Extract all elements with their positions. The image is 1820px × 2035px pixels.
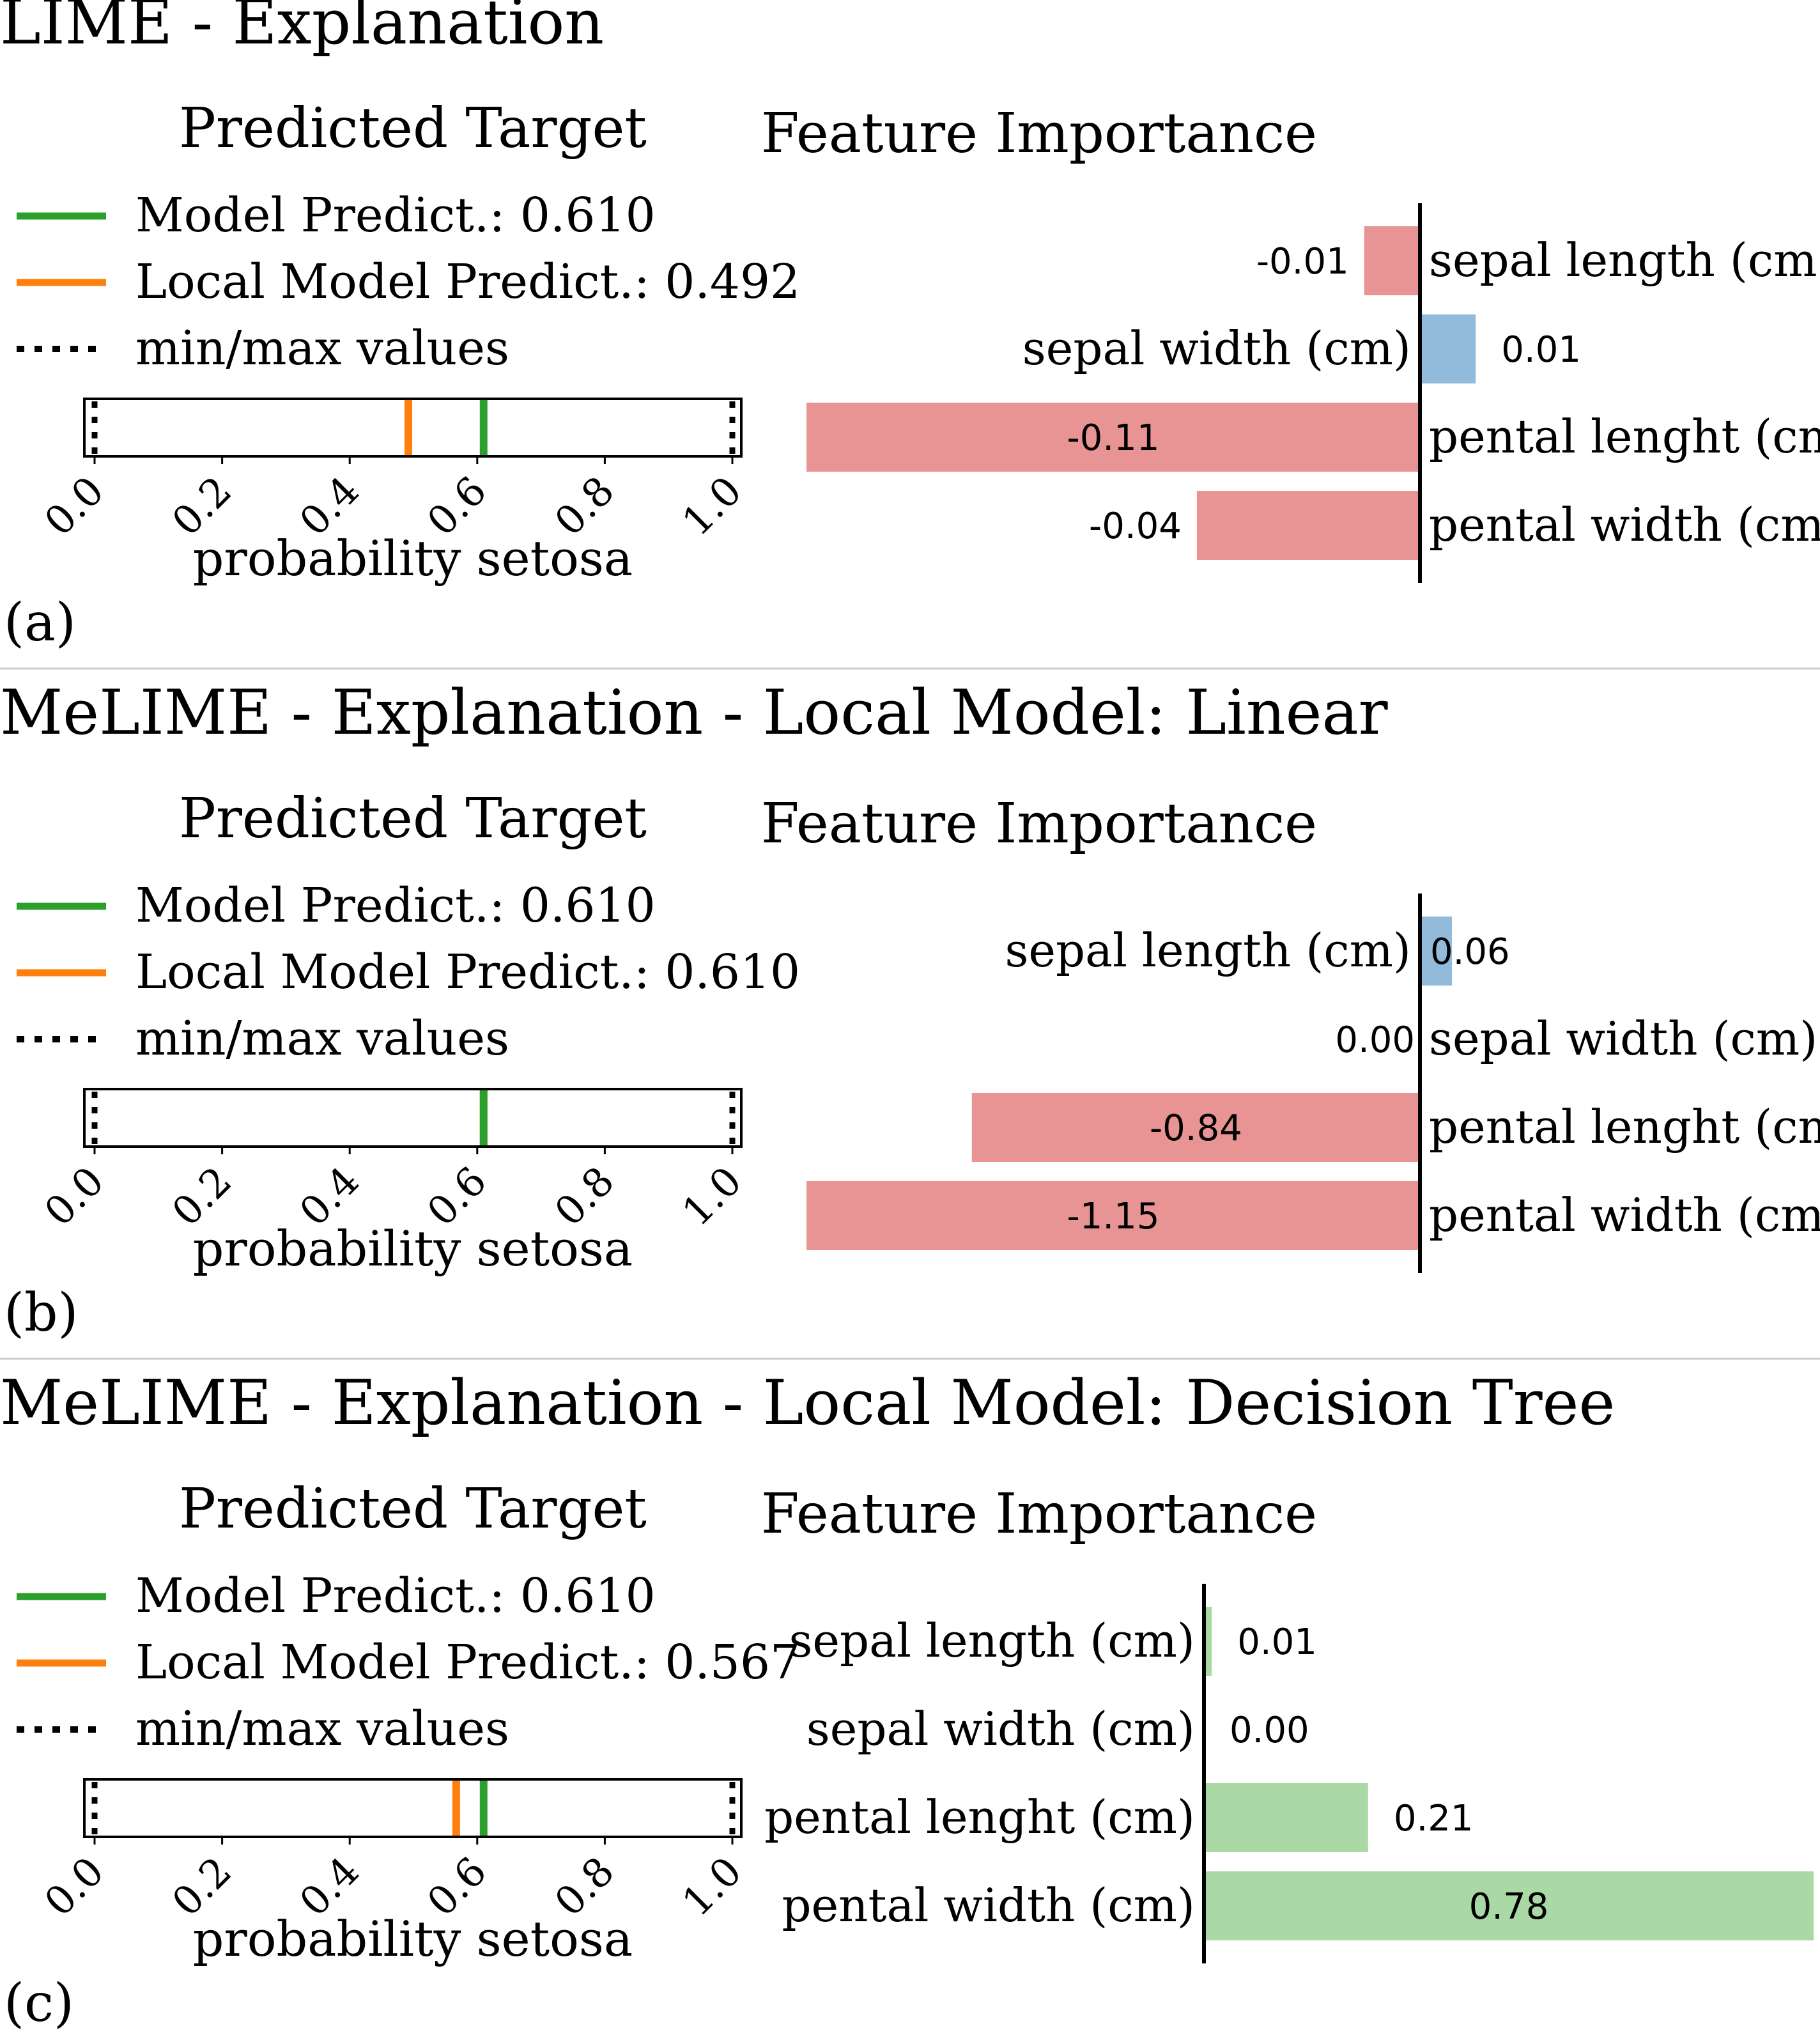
importance-bar [1204,1871,1814,1940]
value-label: 0.78 [1469,1886,1549,1928]
legend-label-local: Local Model Predict.: 0.567 [135,1635,800,1690]
value-label: -0.01 [1256,241,1349,282]
legend-label-model: Model Predict.: 0.610 [135,878,656,933]
legend-label-local: Local Model Predict.: 0.610 [135,945,800,1000]
importance-bar [1204,1783,1368,1852]
feature-label: sepal length (cm) [789,1614,1195,1667]
feature-label: pental width (cm) [782,1878,1195,1932]
panel-title: LIME - Explanation [0,0,604,58]
importance-bar [1204,1607,1212,1676]
value-label: 0.06 [1430,931,1510,973]
legend-label-model: Model Predict.: 0.610 [135,188,656,243]
panel-label: (c) [4,1973,74,2034]
legend-label-minmax: min/max values [135,1701,509,1756]
legend-label-minmax: min/max values [135,321,509,376]
panel-b: MeLIME - Explanation - Local Model: Line… [0,677,1820,1343]
feature-label: sepal width (cm) [806,1702,1195,1756]
legend-label-model: Model Predict.: 0.610 [135,1568,656,1623]
predicted-target-title: Predicted Target [179,1477,647,1541]
panel-title: MeLIME - Explanation - Local Model: Line… [0,677,1388,748]
x-axis-label: probability setosa [193,1910,633,1967]
predicted-target-title: Predicted Target [179,97,647,160]
feature-importance-title: Feature Importance [761,102,1317,166]
feature-importance-title: Feature Importance [761,792,1317,856]
panel-title: MeLIME - Explanation - Local Model: Deci… [0,1367,1615,1439]
importance-bar [806,403,1420,472]
probability-box [83,1778,743,1838]
feature-label: pental width (cm) [1429,498,1820,552]
x-tick-label: 0.0 [35,1848,112,1925]
legend-label-local: Local Model Predict.: 0.492 [135,254,800,309]
value-label: -0.04 [1089,506,1182,547]
panel-label: (a) [4,592,76,653]
panel-label: (b) [4,1283,78,1343]
value-label: 0.01 [1501,329,1581,371]
feature-label: sepal length (cm) [1429,233,1820,287]
feature-label: pental lenght (cm) [1429,410,1820,463]
probability-box [83,398,743,458]
importance-bar [1196,491,1420,560]
feature-label: pental width (cm) [1429,1188,1820,1242]
importance-bar [1420,314,1476,383]
value-label: 0.00 [1335,1019,1415,1061]
value-label: 0.21 [1394,1798,1474,1839]
x-axis-label: probability setosa [193,530,633,587]
feature-importance-title: Feature Importance [761,1482,1317,1546]
value-label: 0.01 [1237,1621,1317,1663]
predicted-target-title: Predicted Target [179,787,647,851]
x-tick-label: 1.0 [673,1848,750,1925]
value-label: -1.15 [1067,1196,1160,1237]
x-tick-label: 0.0 [35,1157,112,1235]
x-tick-label: 1.0 [673,1157,750,1235]
feature-label: pental lenght (cm) [764,1790,1195,1844]
value-label: -0.11 [1067,417,1160,459]
feature-label: sepal length (cm) [1005,924,1411,977]
importance-bar [1420,917,1453,986]
importance-bar [1364,226,1420,295]
feature-label: sepal width (cm) [1022,321,1411,375]
probability-box [83,1088,743,1148]
value-label: 0.00 [1230,1710,1309,1751]
x-tick-label: 0.0 [35,467,112,545]
x-tick-label: 1.0 [673,467,750,545]
importance-bar [971,1093,1420,1162]
importance-bar [806,1181,1420,1250]
feature-label: sepal width (cm) [1429,1012,1817,1065]
legend-label-minmax: min/max values [135,1011,509,1066]
panel-c: MeLIME - Explanation - Local Model: Deci… [0,1367,1814,2034]
feature-label: pental lenght (cm) [1429,1100,1820,1154]
value-label: -0.84 [1150,1108,1242,1149]
x-axis-label: probability setosa [193,1220,633,1277]
